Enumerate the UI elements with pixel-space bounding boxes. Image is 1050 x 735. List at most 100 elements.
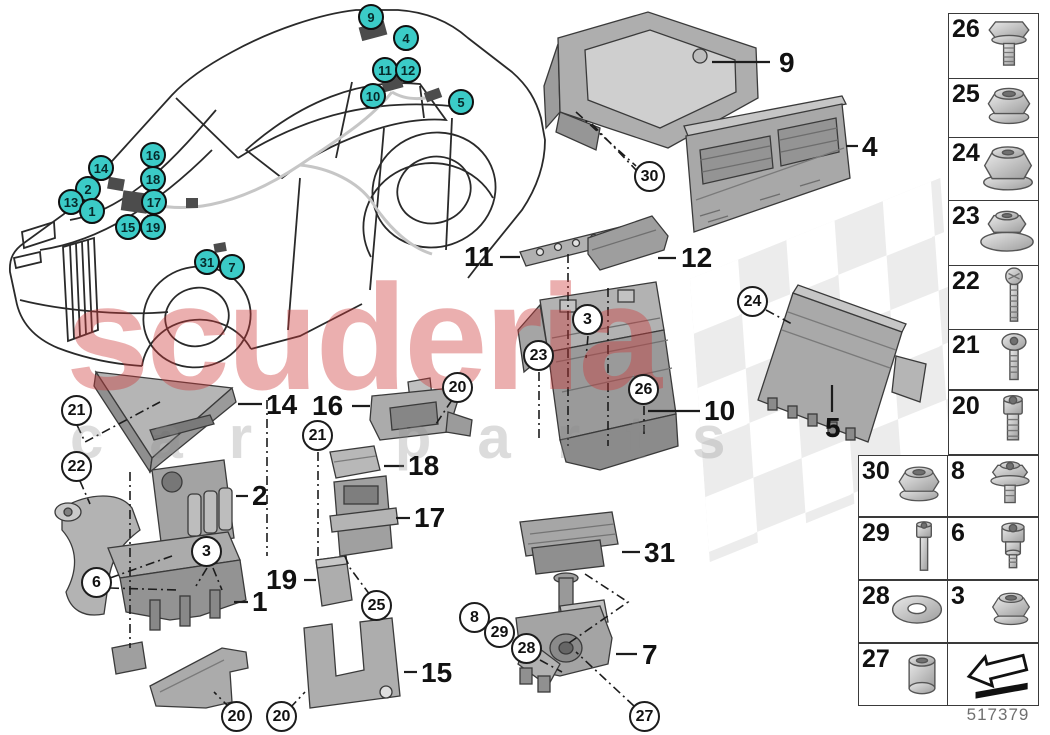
flange-nut-icon [893, 459, 945, 514]
circle-callout-3a[interactable]: 3 [572, 304, 603, 335]
circle-callout-6[interactable]: 6 [81, 567, 112, 598]
car-callout-7[interactable]: 7 [219, 254, 245, 280]
fastener-cell-20[interactable]: 20 [948, 390, 1039, 455]
car-outline-drawing [9, 9, 546, 369]
fastener-cell-29[interactable]: 29 [858, 517, 948, 580]
fastener-number: 30 [862, 457, 890, 485]
part-label-31[interactable]: 31 [644, 537, 676, 568]
part-2-module-drawing [151, 459, 235, 551]
circle-callout-21b[interactable]: 21 [302, 420, 333, 451]
part-label-17[interactable]: 17 [414, 502, 446, 533]
circle-callout-24[interactable]: 24 [737, 286, 768, 317]
fastener-cell-25[interactable]: 25 [948, 78, 1039, 138]
nut-with-washer-icon [978, 203, 1036, 264]
part-17-housing-drawing [329, 475, 399, 557]
fastener-cell-24[interactable]: 24 [948, 137, 1039, 201]
button-head-screw-icon [992, 329, 1036, 390]
bolt-with-washer-icon [984, 456, 1036, 517]
part-label-11[interactable]: 11 [464, 241, 494, 272]
fastener-cell-22[interactable]: 22 [948, 265, 1039, 330]
car-callout-10[interactable]: 10 [360, 83, 386, 109]
flange-nut-icon [982, 80, 1036, 137]
part-label-5[interactable]: 5 [825, 412, 841, 443]
part-label-1[interactable]: 1 [252, 586, 268, 617]
car-callout-19[interactable]: 19 [140, 214, 166, 240]
wiring-harness-lines [127, 90, 437, 256]
part-label-15[interactable]: 15 [421, 657, 453, 688]
circle-callout-28[interactable]: 28 [511, 633, 542, 664]
flange-nut-icon [986, 585, 1036, 638]
circle-callout-27[interactable]: 27 [629, 701, 660, 732]
tall-flange-nut-icon [980, 138, 1036, 201]
car-callout-15[interactable]: 15 [115, 214, 141, 240]
circle-callout-30[interactable]: 30 [634, 161, 665, 192]
part-5-control-unit-drawing [757, 284, 927, 443]
washer-icon [889, 587, 945, 636]
circle-callout-20a[interactable]: 20 [442, 372, 473, 403]
car-callout-5[interactable]: 5 [448, 89, 474, 115]
circle-callout-20c[interactable]: 20 [266, 701, 297, 732]
part-19-box-drawing [315, 555, 353, 607]
fastener-cell-arrow[interactable] [947, 643, 1039, 706]
fastener-cell-28[interactable]: 28 [858, 580, 948, 643]
circle-callout-3b[interactable]: 3 [191, 536, 222, 567]
part-9-housing-drawing [543, 11, 759, 151]
fastener-cell-23[interactable]: 23 [948, 200, 1039, 266]
circle-callout-25[interactable]: 25 [361, 590, 392, 621]
drawing-number: 517379 [966, 705, 1030, 724]
fastener-number: 20 [952, 392, 980, 420]
part-label-10[interactable]: 10 [704, 395, 736, 426]
car-callout-12[interactable]: 12 [395, 57, 421, 83]
part-20-bracket-left-drawing [149, 647, 249, 709]
dash-dot-lines [76, 111, 793, 709]
part-label-9[interactable]: 9 [779, 47, 795, 78]
fastener-number: 25 [952, 80, 980, 108]
fastener-cell-6[interactable]: 6 [947, 517, 1039, 580]
circle-callout-29[interactable]: 29 [484, 617, 515, 648]
socket-head-bolt-icon [990, 391, 1036, 454]
part-label-18[interactable]: 18 [408, 450, 440, 481]
part-label-4[interactable]: 4 [862, 131, 878, 162]
sleeve-bolt-icon [990, 519, 1036, 578]
fastener-number: 22 [952, 267, 980, 295]
circle-callout-20b[interactable]: 20 [221, 701, 252, 732]
fastener-cell-26[interactable]: 26 [948, 13, 1039, 79]
part-16-bracket-drawing [369, 377, 473, 441]
circle-callout-21a[interactable]: 21 [61, 395, 92, 426]
fastener-number: 24 [952, 139, 980, 167]
fastener-number: 21 [952, 331, 980, 359]
part-label-16[interactable]: 16 [312, 390, 344, 421]
part-label-14[interactable]: 14 [266, 389, 298, 420]
circle-callout-26[interactable]: 26 [628, 374, 659, 405]
car-callout-16[interactable]: 16 [140, 142, 166, 168]
car-callout-11[interactable]: 11 [372, 57, 398, 83]
circle-callout-22[interactable]: 22 [61, 451, 92, 482]
circle-callout-23[interactable]: 23 [523, 340, 554, 371]
part-label-2[interactable]: 2 [252, 480, 268, 511]
car-callout-4[interactable]: 4 [393, 25, 419, 51]
fastener-number: 26 [952, 15, 980, 43]
fastener-number: 29 [862, 519, 890, 547]
car-callout-31[interactable]: 31 [194, 249, 220, 275]
fastener-cell-30[interactable]: 30 [858, 455, 948, 517]
part-14-cover-drawing [93, 370, 237, 474]
car-callout-17[interactable]: 17 [141, 189, 167, 215]
part-label-12[interactable]: 12 [681, 242, 713, 273]
fastener-cell-21[interactable]: 21 [948, 329, 1039, 390]
fastener-cell-8[interactable]: 8 [947, 455, 1039, 517]
car-callout-18[interactable]: 18 [140, 166, 166, 192]
cap-screw-icon [903, 518, 945, 579]
fastener-number: 28 [862, 582, 890, 610]
direction-arrow-icon [960, 645, 1032, 704]
part-label-19[interactable]: 19 [266, 564, 298, 595]
pan-head-screw-icon [992, 265, 1036, 330]
car-callout-1[interactable]: 1 [79, 198, 105, 224]
part-label-7[interactable]: 7 [642, 639, 658, 670]
car-callout-9[interactable]: 9 [358, 4, 384, 30]
fastener-cell-27[interactable]: 27 [858, 643, 948, 706]
fastener-number: 23 [952, 202, 980, 230]
fastener-cell-3[interactable]: 3 [947, 580, 1039, 643]
spacer-sleeve-icon [899, 647, 945, 702]
fastener-number: 6 [951, 519, 965, 547]
